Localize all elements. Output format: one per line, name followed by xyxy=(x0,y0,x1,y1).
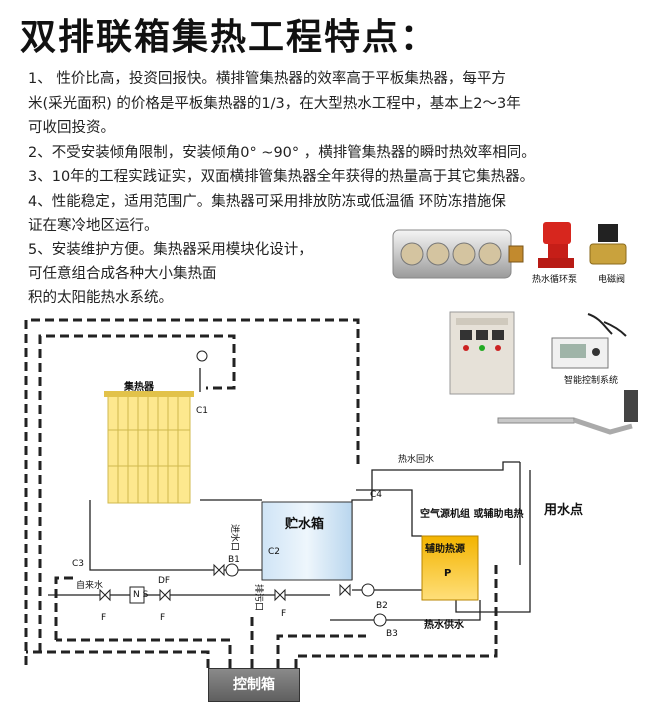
b3-label: B3 xyxy=(386,629,398,639)
f-label-2: F xyxy=(160,613,165,623)
filter-ns: N S xyxy=(129,586,149,604)
b2-label: B2 xyxy=(376,601,388,611)
heatpump-label-line: 空气源机组 或辅助电热 xyxy=(420,507,523,520)
page-title: 双排联箱集热工程特点： xyxy=(20,17,439,58)
tank-label: 贮水箱 xyxy=(284,516,324,532)
water-tank: 贮水箱 C2 C4 C3 xyxy=(72,490,382,581)
use-point-label: 用水点 xyxy=(543,502,583,518)
feature-line-7: 证在寒冷地区运行。 xyxy=(28,218,159,234)
controller-caption: 智能控制系统 xyxy=(564,374,618,386)
circulation-pump-image: 热水循环泵 xyxy=(532,222,577,285)
inlet-label: 进水口 xyxy=(229,524,241,551)
c1-label: C1 xyxy=(196,406,208,416)
aux-heat-label: 辅助热源 xyxy=(425,542,465,555)
feature-line-6: 4、性能稳定，适用范围广。集热器可采用排放防冻或低温循 环防冻措施保 xyxy=(28,194,506,210)
c3-label: C3 xyxy=(72,559,84,569)
pump-caption: 热水循环泵 xyxy=(532,273,577,285)
smart-controller-image: 智能控制系统 xyxy=(551,313,627,386)
return-water-label: 热水回水 xyxy=(398,453,434,465)
pump-b1: B1 xyxy=(225,555,240,577)
feature-line-8: 5、安装维护方便。集热器采用模块化设计， xyxy=(28,242,313,258)
control-cabinet-image xyxy=(449,311,515,395)
ns-label: N S xyxy=(133,590,149,600)
aux-heat-source: 空气源机组 或辅助电热 辅助热源 P 热水供水 xyxy=(420,507,523,631)
solenoid-valve-image: 电磁阀 xyxy=(589,224,627,285)
valves xyxy=(99,563,351,602)
temperature-sensor-image xyxy=(497,390,638,435)
feature-line-2: 米(采光面积) 的价格是平板集热器的1/3，在大型热水工程中，基本上2～3年 xyxy=(28,96,521,112)
drain-label: 排污口 xyxy=(253,584,265,611)
control-wiring xyxy=(24,318,498,668)
b1-label: B1 xyxy=(228,555,240,565)
solar-collector: 集热器 C1 xyxy=(104,350,208,504)
feature-line-10: 积的太阳能热水系统。 xyxy=(28,290,173,306)
f-label-1: F xyxy=(101,613,106,623)
control-box: 控制箱 xyxy=(208,668,300,702)
c4-label: C4 xyxy=(370,490,382,500)
c2-label: C2 xyxy=(268,547,280,557)
feature-line-5: 3、10年的工程实践证实，双面横排管集热器全年获得的热量高于其它集热器。 xyxy=(28,169,535,185)
supply-label: 热水供水 xyxy=(424,618,465,631)
collector-label: 集热器 xyxy=(123,380,155,393)
df-label: DF xyxy=(158,576,170,586)
collector-header-image xyxy=(392,229,524,279)
p-label: P xyxy=(444,568,451,579)
feature-line-9: 可任意组合成各种大小集热面 xyxy=(28,266,217,282)
pump-b2: B2 xyxy=(361,583,388,611)
tap-water-label: 自来水 xyxy=(76,579,103,591)
valve-caption: 电磁阀 xyxy=(598,273,625,285)
pump-b3: B3 xyxy=(373,613,398,639)
f-label-3: F xyxy=(281,609,286,619)
feature-line-3: 可收回投资。 xyxy=(28,120,115,136)
feature-line-4: 2、不受安装倾角限制，安装倾角0° ~90° ，横排管集热器的瞬时热效率相同。 xyxy=(28,145,536,161)
feature-line-1: 1、 性价比高，投资回报快。横排管集热器的效率高于平板集热器，每平方 xyxy=(28,71,506,87)
